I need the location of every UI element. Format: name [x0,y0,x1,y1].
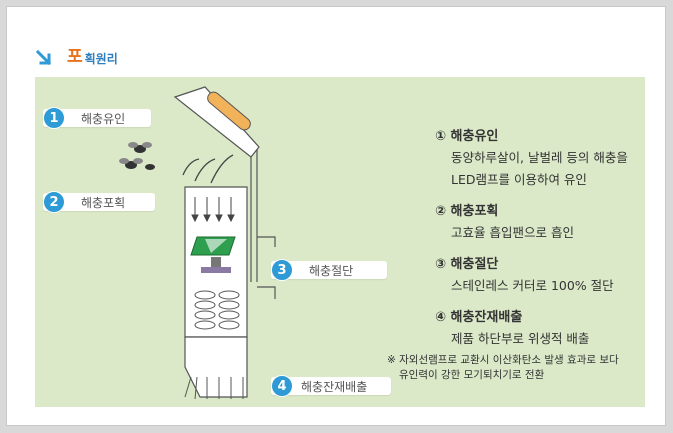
label-text: 해충유인 [81,111,126,126]
airflow-curves [182,154,234,184]
title-rest: 획원리 [84,52,118,66]
label-discharge: 4 해충잔재배출 [271,375,391,397]
description-list: ① 해충유인 동양하루살이, 날벌레 등의 해충을 LED램프를 이용하여 유인… [435,127,655,361]
description-line: 동양하루살이, 날벌레 등의 해충을 [451,150,628,165]
description-line: 제품 하단부로 위생적 배출 [451,331,590,346]
arrow-down-right-icon [35,49,52,66]
diagram-panel: 1 해충유인 2 해충포획 3 해충절단 4 해충잔재배출 ① 해충유인 동양하… [35,77,645,407]
label-number: 3 [271,259,293,281]
label-number: 4 [271,375,293,397]
lamp-hood [173,86,260,282]
section-title: 포 획원리 [35,45,118,67]
label-text: 해충포획 [81,195,126,210]
label-capture: 2 해충포획 [43,191,155,213]
cutter-coils [194,290,240,330]
description-heading: ③ 해충절단 [435,257,499,272]
description-line: 스테인레스 커터로 100% 절단 [451,278,614,293]
description-heading: ① 해충유인 [435,129,499,144]
fan-icon [190,236,236,273]
label-number: 2 [43,191,65,213]
trap-diagram [119,86,276,400]
label-text: 해충잔재배출 [301,379,368,394]
footnote-line: ※ 자외선램프로 교환시 이산화탄소 발생 효과로 보다 [387,354,619,366]
description-line: LED램프를 이용하여 유인 [451,172,587,187]
footnote-line: 유인력이 강한 모기퇴치기로 전환 [399,369,545,381]
description-item: ① 해충유인 동양하루살이, 날벌레 등의 해충을 LED램프를 이용하여 유인 [435,127,655,191]
description-item: ④ 해충잔재배출 제품 하단부로 위생적 배출 [435,308,655,350]
label-cut: 3 해충절단 [271,259,387,281]
label-attract: 1 해충유인 [43,107,151,129]
label-number: 1 [43,107,65,129]
description-line: 고효율 흡입팬으로 흡인 [451,225,574,240]
description-item: ③ 해충절단 스테인레스 커터로 100% 절단 [435,255,655,297]
description-item: ② 해충포획 고효율 흡입팬으로 흡인 [435,202,655,244]
label-text: 해충절단 [309,263,354,278]
description-heading: ④ 해충잔재배출 [435,310,523,325]
description-heading: ② 해충포획 [435,204,499,219]
footnote: ※ 자외선램프로 교환시 이산화탄소 발생 효과로 보다 유인력이 강한 모기퇴… [387,353,647,383]
trap-body [184,186,276,400]
title-first-char: 포 [67,47,83,67]
insects-icon [119,142,155,170]
content-frame: 포 획원리 [6,6,666,426]
